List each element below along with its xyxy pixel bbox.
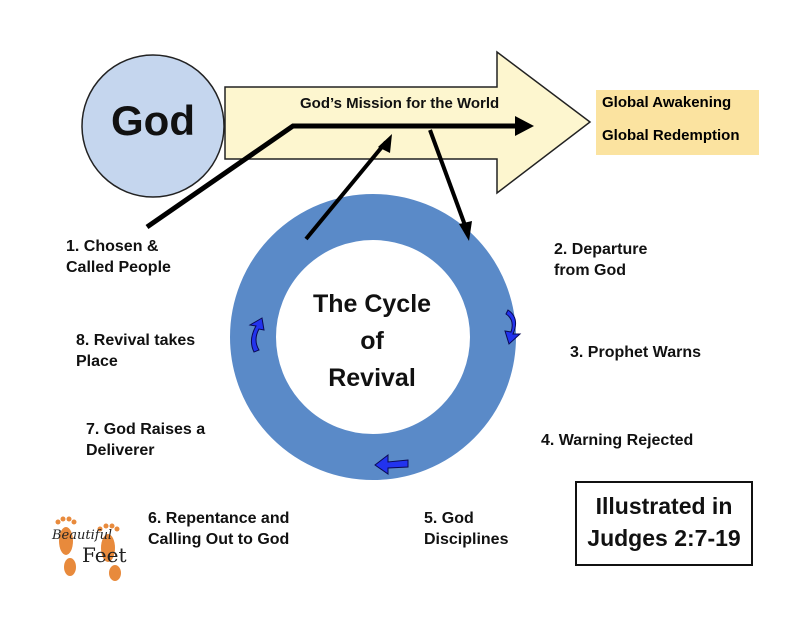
cycle-title-line-2: of xyxy=(360,327,384,355)
mission-arrow xyxy=(224,50,592,195)
calling-line xyxy=(145,123,515,230)
logo-text-feet: Feet xyxy=(82,543,127,567)
reference-line-1: Illustrated in xyxy=(595,493,733,519)
curved-arrow-icon-bottom xyxy=(374,453,409,475)
step-3-label: 3. Prophet Warns xyxy=(570,344,701,361)
goal-awakening: Global Awakening xyxy=(602,94,732,111)
goal-box-bg xyxy=(596,90,759,155)
step-8-label: 8. Revival takes Place xyxy=(76,332,196,370)
revival-return-arrow xyxy=(304,140,388,241)
logo-text-beautiful: Beautiful xyxy=(52,528,113,543)
step-6-label: 6. Repentance and Calling Out to God xyxy=(148,510,290,548)
curved-arrow-icon-right xyxy=(504,309,522,345)
cycle-title: The Cycle of Revival xyxy=(300,286,444,397)
cycle-title-line-3: Revival xyxy=(328,364,416,392)
departure-arrow xyxy=(428,129,468,229)
revival-arrowhead-icon xyxy=(378,134,392,153)
curved-arrow-icon-left xyxy=(248,317,265,353)
departure-arrowhead-icon xyxy=(459,221,472,241)
reference-line-2: Judges 2:7-19 xyxy=(587,525,741,551)
step-7-label: 7. God Raises a Deliverer xyxy=(86,421,206,459)
goal-box: Global Awakening Global Redemption xyxy=(596,90,759,155)
god-circle xyxy=(81,54,225,198)
mission-label: God’s Mission for the World xyxy=(300,95,500,112)
step-1-label: 1. Chosen & Called People xyxy=(66,238,171,276)
goal-redemption: Global Redemption xyxy=(602,127,740,144)
footprints-icon xyxy=(55,516,121,581)
reference-box: Illustrated in Judges 2:7-19 xyxy=(575,481,753,566)
calling-arrowhead-icon xyxy=(515,116,534,136)
step-2-label: 2. Departure from God xyxy=(554,241,648,279)
god-label: God xyxy=(111,97,195,144)
step-4-label: 4. Warning Rejected xyxy=(541,432,694,449)
cycle-title-line-1: The Cycle xyxy=(312,290,432,318)
step-5-label: 5. God Disciplines xyxy=(424,510,509,548)
